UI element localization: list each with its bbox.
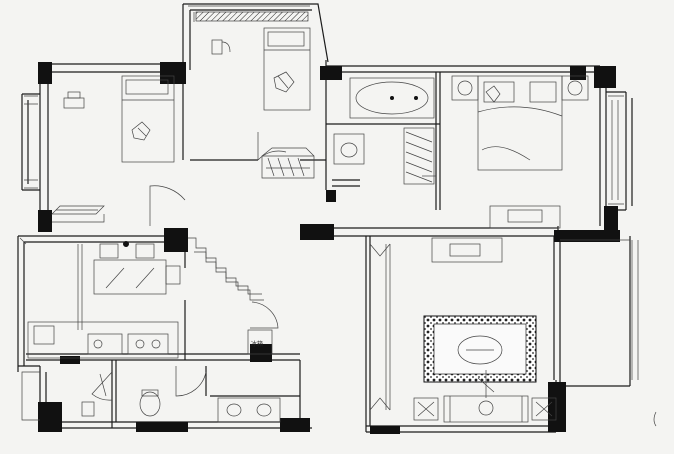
master-bath: [333, 77, 435, 185]
bedroom-left: [51, 75, 175, 223]
fridge-label: 冰箱: [251, 340, 263, 348]
dining: 冰箱: [27, 241, 273, 359]
hatched-wall: [195, 11, 309, 22]
bedroom-upper: [211, 27, 315, 179]
staircase: [188, 237, 264, 301]
guest-bath: [81, 373, 281, 423]
master-bedroom: [451, 75, 589, 229]
structural-columns: [38, 62, 620, 434]
living-room: [369, 237, 557, 423]
sketch-marks: [19, 237, 657, 427]
windows: [21, 5, 639, 421]
